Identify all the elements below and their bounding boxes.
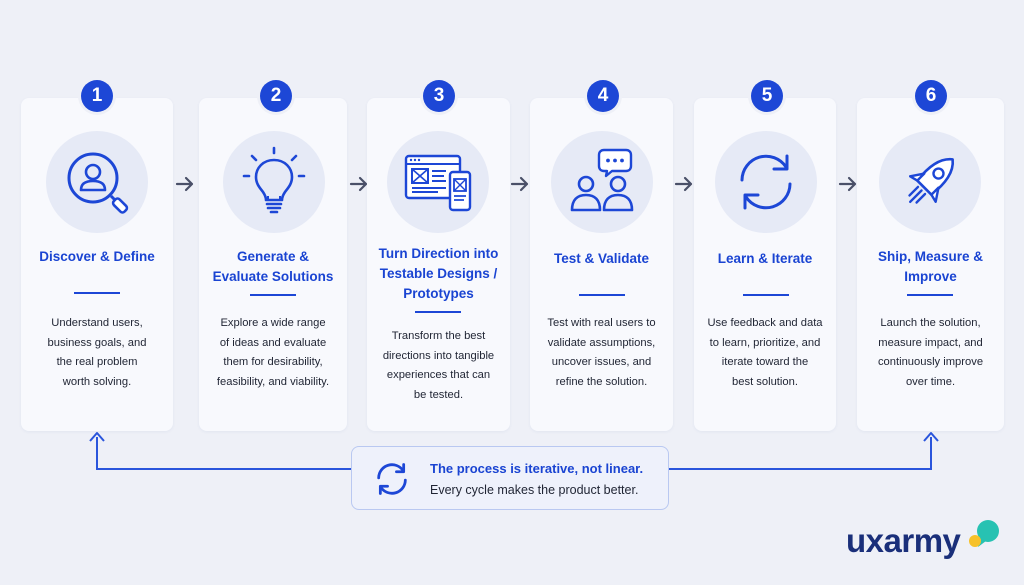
desc-line: refine the solution. — [555, 375, 648, 388]
step-title-line: Prototypes — [403, 286, 474, 301]
step-divider-4 — [579, 294, 625, 296]
desc-line: Explore a wide range — [220, 317, 326, 329]
step-description-2: Explore a wide range of ideas and evalua… — [199, 314, 347, 392]
desc-line: uncover issues, and — [551, 356, 652, 368]
step-icon-circle-2 — [223, 131, 325, 233]
step-title-line: Evaluate Solutions — [212, 269, 334, 284]
step-title-line: Discover & Define — [39, 249, 155, 264]
step-title-line: Turn Direction into — [378, 246, 499, 261]
desc-line: of ideas and evaluate — [219, 336, 327, 349]
desc-line: measure impact, and — [878, 336, 983, 349]
speech-bubble-dots-icon — [969, 520, 999, 547]
desc-line: best solution. — [732, 375, 798, 388]
step-description-4: Test with real users to validate assumpt… — [530, 314, 673, 392]
step-title-line: Learn & Iterate — [717, 251, 813, 266]
step-title-3: Turn Direction into Testable Designs / P… — [367, 244, 510, 304]
step-divider-2 — [250, 294, 296, 296]
logo-wordmark: uxarmy — [846, 522, 961, 559]
note-title: The process is iterative, not linear. — [430, 461, 644, 476]
refresh-cycle-icon — [740, 154, 792, 210]
step-divider-6 — [907, 294, 953, 296]
rocket-icon — [908, 157, 955, 204]
step-title-line: Test & Validate — [553, 251, 650, 266]
prototype-devices-icon — [404, 154, 472, 212]
desc-line: Transform the best — [391, 330, 486, 342]
desc-line: validate assumptions, — [547, 336, 656, 349]
step-description-1: Understand users, business goals, and th… — [21, 314, 173, 392]
step-number-badge-3: 3 — [423, 80, 455, 112]
step-icon-circle-4 — [551, 131, 653, 233]
desc-line: the real problem — [56, 356, 138, 368]
step-title-2: Generate & Evaluate Solutions — [199, 247, 347, 287]
step-title-line: Generate & — [236, 249, 310, 264]
step-number-badge-6: 6 — [915, 80, 947, 112]
step-divider-3 — [415, 311, 461, 313]
step-number-badge-1: 1 — [81, 80, 113, 112]
desc-line: Test with real users to — [547, 317, 656, 329]
brand-logo: uxarmy — [846, 519, 1006, 563]
user-search-icon — [67, 152, 129, 214]
step-description-6: Launch the solution, measure impact, and… — [857, 314, 1004, 392]
refresh-cycle-icon — [377, 463, 407, 495]
step-divider-5 — [743, 294, 789, 296]
desc-line: over time. — [905, 375, 956, 388]
step-description-5: Use feedback and data to learn, prioriti… — [694, 314, 836, 392]
step-icon-circle-5 — [715, 131, 817, 233]
desc-line: feasibility, and viability. — [216, 375, 330, 388]
step-title-1: Discover & Define — [21, 247, 173, 267]
step-icon-circle-3 — [387, 131, 489, 233]
arrow-right-icon — [175, 176, 194, 192]
step-description-3: Transform the best directions into tangi… — [367, 327, 510, 405]
arrow-right-icon — [674, 176, 693, 192]
step-number-badge-4: 4 — [587, 80, 619, 112]
note-subtitle: Every cycle makes the product better. — [430, 483, 639, 497]
step-title-line: Ship, Measure & — [877, 249, 984, 264]
desc-line: be tested. — [413, 388, 464, 401]
desc-line: iterate toward the — [721, 356, 809, 368]
step-title-6: Ship, Measure & Improve — [857, 247, 1004, 287]
step-title-4: Test & Validate — [530, 249, 673, 269]
step-icon-circle-1 — [46, 131, 148, 233]
desc-line: business goals, and — [47, 336, 147, 349]
desc-line: continuously improve — [877, 356, 984, 368]
desc-line: experiences that can — [386, 369, 491, 381]
users-chat-icon — [570, 148, 634, 212]
arrow-right-icon — [349, 176, 368, 192]
desc-line: directions into tangible — [382, 349, 495, 362]
desc-line: them for desirability, — [223, 356, 323, 368]
desc-line: Understand users, — [51, 317, 143, 329]
desc-line: worth solving. — [62, 375, 132, 388]
step-number-badge-2: 2 — [260, 80, 292, 112]
step-icon-circle-6 — [879, 131, 981, 233]
iteration-note-box: The process is iterative, not linear. Ev… — [351, 446, 669, 510]
step-divider-1 — [74, 292, 120, 294]
arrow-right-icon — [838, 176, 857, 192]
desc-line: to learn, prioritize, and — [709, 336, 821, 349]
step-title-line: Testable Designs / — [379, 266, 498, 281]
step-title-line: Improve — [904, 269, 957, 284]
lightbulb-icon — [242, 146, 306, 214]
step-title-5: Learn & Iterate — [694, 249, 836, 269]
arrow-right-icon — [510, 176, 529, 192]
desc-line: Launch the solution, — [880, 317, 981, 329]
desc-line: Use feedback and data — [707, 317, 823, 329]
step-number-badge-5: 5 — [751, 80, 783, 112]
